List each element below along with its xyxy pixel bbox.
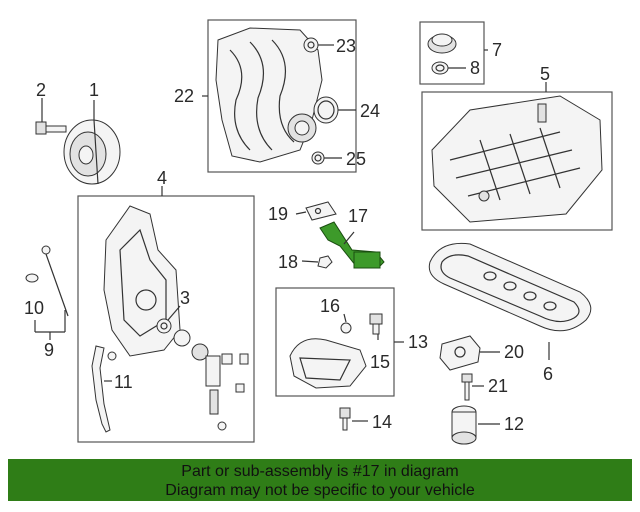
callout-2: 2 <box>36 80 46 100</box>
callout-14: 14 <box>372 412 392 432</box>
gasket-part-19[interactable] <box>305 201 337 221</box>
oil-filler-cap-part[interactable] <box>427 33 457 54</box>
callout-4: 4 <box>157 168 167 188</box>
callout-21: 21 <box>488 376 508 396</box>
callout-18: 18 <box>278 252 298 272</box>
callout-1: 1 <box>89 80 99 100</box>
banner-line-2: Diagram may not be specific to your vehi… <box>165 482 475 499</box>
dipstick-tube-part[interactable] <box>91 345 117 433</box>
callout-13: 13 <box>408 332 428 352</box>
oil-pan-part[interactable] <box>289 338 367 389</box>
oil-pipe-part-17-highlighted[interactable] <box>319 221 385 269</box>
valve-cover-part[interactable] <box>431 95 603 223</box>
cap-gasket-part-8[interactable] <box>431 61 449 75</box>
callout-16: 16 <box>320 296 340 316</box>
valve-cover-gasket-part[interactable] <box>428 242 592 332</box>
front-seal-part-3[interactable] <box>156 318 172 334</box>
leader-lines <box>34 44 550 425</box>
callout-6: 6 <box>543 364 553 384</box>
callout-8: 8 <box>470 58 480 78</box>
group-box-oil-cap <box>419 21 485 85</box>
oil-filter-part-12[interactable] <box>451 405 477 445</box>
o-ring-part-25[interactable] <box>311 151 325 165</box>
seal-part-23[interactable] <box>303 37 319 53</box>
banner-line-1: Part or sub-assembly is #17 in diagram <box>181 463 459 480</box>
oil-pump-parts[interactable] <box>173 329 249 431</box>
callout-17: 17 <box>348 206 368 226</box>
callout-9: 9 <box>44 340 54 360</box>
callout-19: 19 <box>268 204 288 224</box>
dipstick-part[interactable] <box>25 245 69 317</box>
crankshaft-pulley-part[interactable] <box>63 119 121 185</box>
callout-25: 25 <box>346 149 366 169</box>
drain-plug-part-15[interactable] <box>369 313 383 335</box>
intake-manifold-part[interactable] <box>215 27 323 163</box>
callout-5: 5 <box>540 64 550 84</box>
callout-20: 20 <box>504 342 524 362</box>
callout-11: 11 <box>114 372 133 392</box>
filter-housing-part-20[interactable] <box>439 335 481 371</box>
gasket-ring-part-24[interactable] <box>313 96 339 124</box>
pulley-bolt-part[interactable] <box>35 121 67 135</box>
nut-part-18[interactable] <box>317 255 333 269</box>
callout-7: 7 <box>492 40 502 60</box>
bolt-part-21[interactable] <box>461 373 473 401</box>
callout-24: 24 <box>360 101 380 121</box>
group-box-timing-cover <box>77 195 255 443</box>
notice-banner: Part or sub-assembly is #17 in diagram D… <box>8 459 632 501</box>
group-box-valve-cover <box>421 91 613 231</box>
callout-10: 10 <box>24 298 44 318</box>
callout-15: 15 <box>370 352 390 372</box>
timing-cover-part[interactable] <box>103 205 181 357</box>
callout-3: 3 <box>180 288 190 308</box>
callout-23: 23 <box>336 36 356 56</box>
callout-12: 12 <box>504 414 524 434</box>
bolt-part-14[interactable] <box>339 407 351 431</box>
parts-diagram: 1 2 3 4 5 6 7 8 9 10 11 12 13 14 15 16 1… <box>24 19 613 445</box>
callout-22: 22 <box>174 86 194 106</box>
washer-part-16[interactable] <box>340 322 352 334</box>
